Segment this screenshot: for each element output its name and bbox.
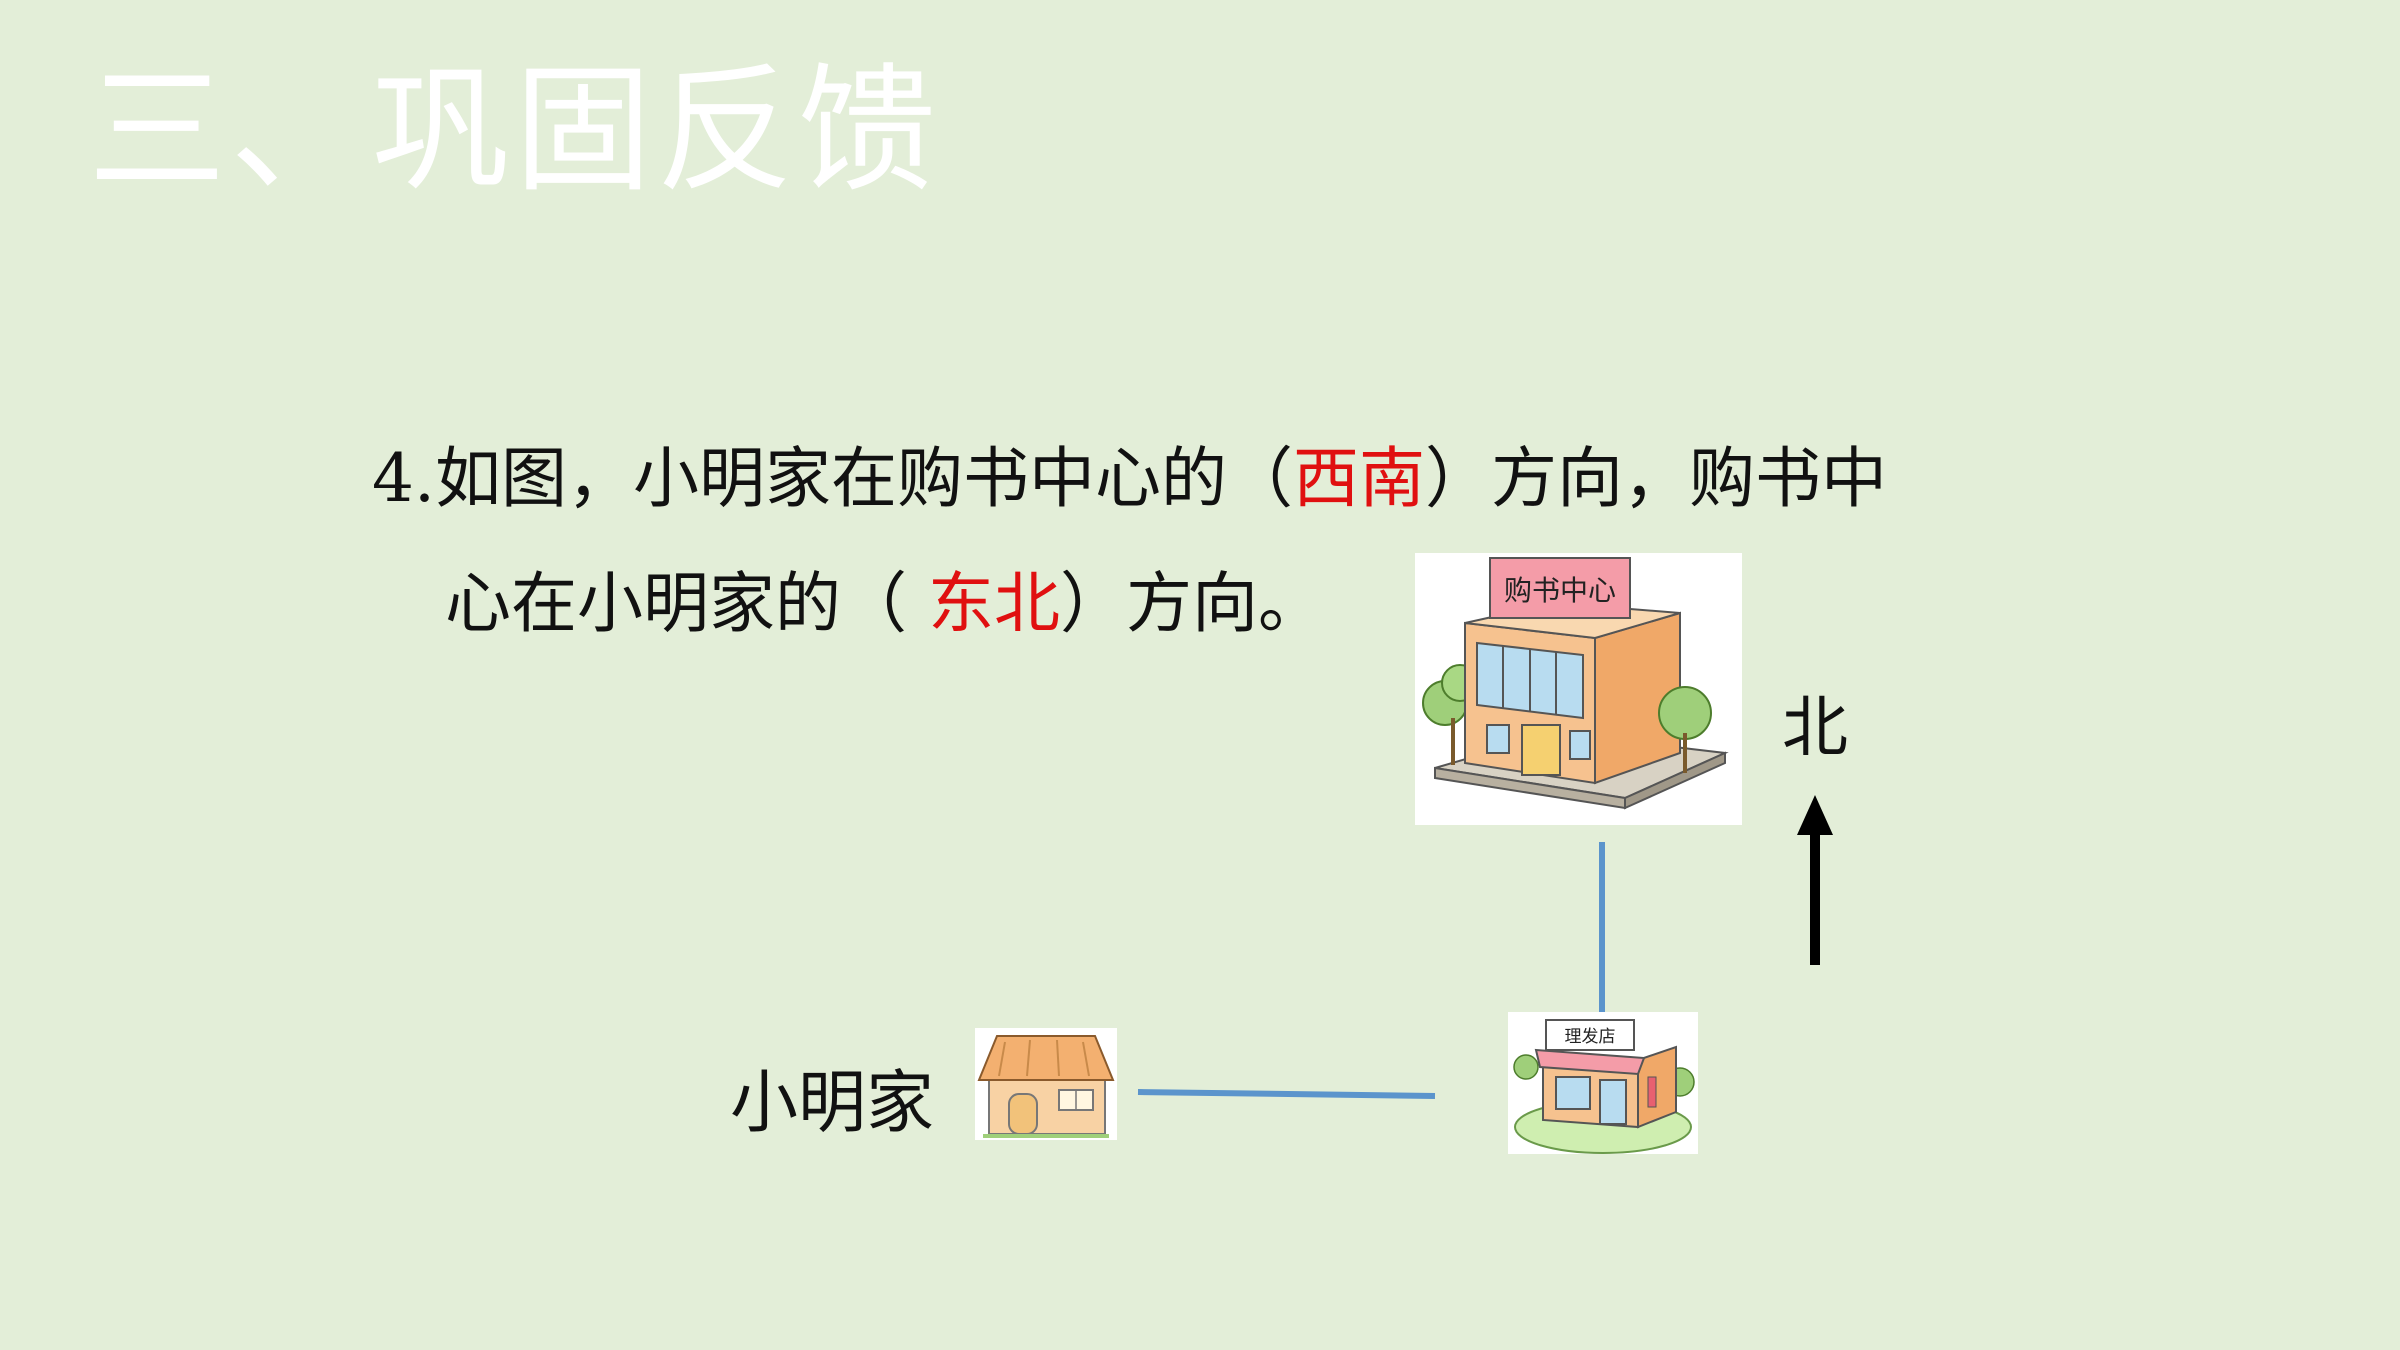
home-picture [975, 1028, 1117, 1140]
question-text-2b: ）方向。 [1059, 565, 1324, 642]
barbershop-picture: 理发店 [1508, 1012, 1698, 1154]
bookstore-sign-text: 购书中心 [1504, 574, 1616, 607]
answer-southwest: 西南 [1292, 440, 1425, 517]
question-text-1b: ）方向，购书中 [1424, 440, 1887, 517]
bookstore-sign [1489, 557, 1631, 619]
barbershop-sign-text: 理发店 [1565, 1027, 1616, 1047]
home-door-icon [1008, 1093, 1038, 1135]
question-line-1: 4.如图，小明家在购书中心的（西南）方向，购书中 [372, 446, 1887, 512]
answer-northeast: 东北 [927, 565, 1060, 642]
slide-title: 三、巩固反馈 [88, 50, 941, 211]
bookstore-picture: 购书中心 [1415, 553, 1742, 825]
barbershop-sign [1545, 1019, 1635, 1051]
question-text-1a: 如图，小明家在购书中心的（ [434, 440, 1293, 517]
north-label: 北 [1782, 689, 1848, 766]
barber-pole-icon [1647, 1076, 1657, 1108]
question-line-2: 心在小明家的（ 东北）方向。 [445, 571, 1324, 637]
tree-right-icon [1658, 686, 1712, 740]
north-arrow-head [1797, 795, 1833, 835]
path-line-horizontal [1137, 1089, 1436, 1099]
question-text-2a: 心在小明家的（ [445, 565, 928, 642]
home-label: 小明家 [730, 1064, 935, 1143]
question-number: 4. [372, 440, 435, 517]
